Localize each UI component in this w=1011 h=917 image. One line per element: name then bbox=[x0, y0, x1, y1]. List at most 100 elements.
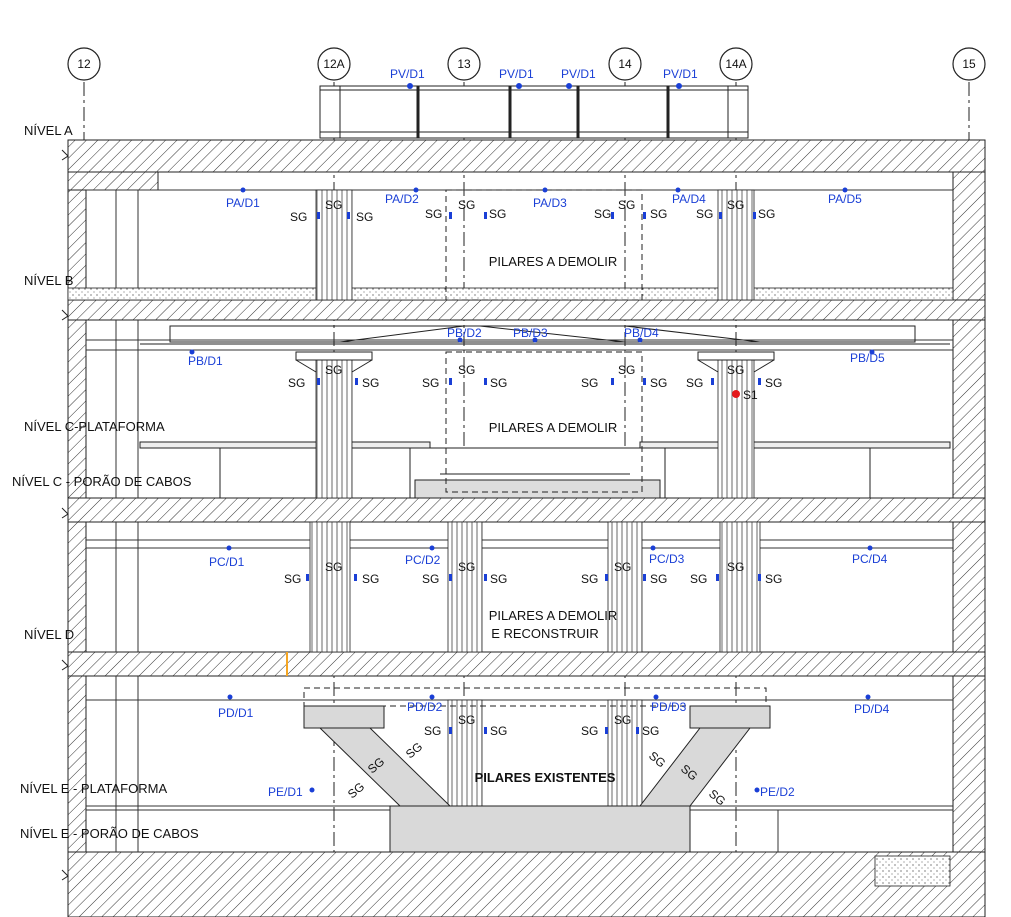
sensor-pc-d4: PC/D4 bbox=[852, 552, 888, 566]
sg-label: SG bbox=[650, 207, 667, 221]
sensor-pb-d1: PB/D1 bbox=[188, 354, 223, 368]
sensor-dots bbox=[189, 83, 875, 793]
sg-label: SG bbox=[581, 724, 598, 738]
sensor-pe-d1: PE/D1 bbox=[268, 785, 303, 799]
sensor-pa-d4: PA/D4 bbox=[672, 192, 706, 206]
sg-label: SG bbox=[686, 376, 703, 390]
sensor-pv-d1-d: PV/D1 bbox=[663, 67, 698, 81]
sensor-pv-d1-b: PV/D1 bbox=[499, 67, 534, 81]
floor-lines bbox=[86, 189, 953, 852]
sg-label: SG bbox=[284, 572, 301, 586]
note-demolir-c: PILARES A DEMOLIR bbox=[489, 420, 618, 435]
sensor-pb-d5: PB/D5 bbox=[850, 351, 885, 365]
sg-label: SG bbox=[727, 198, 744, 212]
sg-label: SG bbox=[489, 207, 506, 221]
special-sensor-dot bbox=[732, 390, 740, 398]
sg-label: SG bbox=[727, 363, 744, 377]
grid-label-14: 14 bbox=[618, 57, 632, 71]
level-e-cable-label: NÍVEL E - PORÃO DE CABOS bbox=[20, 826, 199, 841]
sensor-pd-d1: PD/D1 bbox=[218, 706, 254, 720]
capitals bbox=[295, 351, 775, 373]
sensor-pd-d3: PD/D3 bbox=[651, 700, 687, 714]
sg-label: SG bbox=[490, 724, 507, 738]
sg-label: SG bbox=[422, 376, 439, 390]
sg-label: SG bbox=[362, 572, 379, 586]
sg-label: SG bbox=[325, 560, 342, 574]
sg-label: SG bbox=[288, 376, 305, 390]
sg-label: SG bbox=[594, 207, 611, 221]
sg-label: SG bbox=[618, 363, 635, 377]
sensor-pb-d2: PB/D2 bbox=[447, 326, 482, 340]
grid-bubbles bbox=[67, 47, 986, 81]
sensor-pd-d2: PD/D2 bbox=[407, 700, 443, 714]
sg-label: SG bbox=[458, 713, 475, 727]
sg-label: SG bbox=[642, 724, 659, 738]
sg-label: SG bbox=[618, 198, 635, 212]
sg-label: SG bbox=[765, 376, 782, 390]
grid-label-13: 13 bbox=[457, 57, 471, 71]
platforms-c bbox=[139, 441, 951, 499]
sg-label: SG bbox=[490, 376, 507, 390]
sensor-pa-d3: PA/D3 bbox=[533, 196, 567, 210]
sensor-pe-d2: PE/D2 bbox=[760, 785, 795, 799]
level-c-platform-label: NÍVEL C-PLATAFORMA bbox=[24, 419, 165, 434]
sensor-labels: PV/D1 PV/D1 PV/D1 PV/D1 PA/D1 PA/D2 PA/D… bbox=[188, 67, 890, 799]
sg-label: SG bbox=[696, 207, 713, 221]
sensor-pv-d1-a: PV/D1 bbox=[390, 67, 425, 81]
grid-label-14a: 14A bbox=[725, 57, 746, 71]
sensor-pb-d4: PB/D4 bbox=[624, 326, 659, 340]
sensor-pc-d2: PC/D2 bbox=[405, 553, 441, 567]
sensor-pb-d3: PB/D3 bbox=[513, 326, 548, 340]
sg-label: SG bbox=[614, 560, 631, 574]
sg-label: SG bbox=[362, 376, 379, 390]
sensor-pd-d4: PD/D4 bbox=[854, 702, 890, 716]
sensor-pa-d5: PA/D5 bbox=[828, 192, 862, 206]
demolition-outline bbox=[303, 189, 767, 707]
sg-label: SG bbox=[325, 363, 342, 377]
level-c-cable-label: NÍVEL C - PORÃO DE CABOS bbox=[12, 474, 192, 489]
note-demolir-d: PILARES A DEMOLIR bbox=[489, 608, 618, 623]
level-d-label: NÍVEL D bbox=[24, 627, 74, 642]
level-e-structure bbox=[303, 705, 771, 853]
sg-label: SG bbox=[706, 787, 728, 809]
level-b-label: NÍVEL B bbox=[24, 273, 73, 288]
sg-label: SG bbox=[650, 572, 667, 586]
sensor-pa-d1: PA/D1 bbox=[226, 196, 260, 210]
sg-label: SG bbox=[614, 713, 631, 727]
sg-label: SG bbox=[765, 572, 782, 586]
sg-markers bbox=[306, 212, 761, 734]
sg-label: SG bbox=[458, 560, 475, 574]
sg-label: SG bbox=[425, 207, 442, 221]
sg-label: SG bbox=[356, 210, 373, 224]
sg-label: SG bbox=[690, 572, 707, 586]
sg-label: SG bbox=[290, 210, 307, 224]
note-reconstruir-d: E RECONSTRUIR bbox=[491, 626, 599, 641]
sg-label: SG bbox=[458, 198, 475, 212]
sg-label: SG bbox=[424, 724, 441, 738]
sg-label: SG bbox=[650, 376, 667, 390]
sg-label: SG bbox=[646, 749, 668, 771]
special-sensor-label: S1 bbox=[743, 388, 758, 402]
sg-label: SG bbox=[727, 560, 744, 574]
strain-gauges: SG SG SG SG SG SG SG SG SG SG SG SG SG S… bbox=[284, 198, 782, 808]
note-existentes: PILARES EXISTENTES bbox=[475, 770, 616, 785]
sg-label: SG bbox=[458, 363, 475, 377]
note-demolir-b: PILARES A DEMOLIR bbox=[489, 254, 618, 269]
grid-label-15: 15 bbox=[962, 57, 976, 71]
sg-label: SG bbox=[758, 207, 775, 221]
sg-label: SG bbox=[403, 739, 425, 761]
sg-label: SG bbox=[325, 198, 342, 212]
sg-label: SG bbox=[581, 376, 598, 390]
slab-b-topping bbox=[67, 287, 954, 301]
sensor-pa-d2: PA/D2 bbox=[385, 192, 419, 206]
grid-label-12a: 12A bbox=[323, 57, 344, 71]
sensor-pv-d1-c: PV/D1 bbox=[561, 67, 596, 81]
dotted-block bbox=[874, 855, 951, 887]
sg-label: SG bbox=[345, 779, 367, 801]
sg-label: SG bbox=[422, 572, 439, 586]
break-marks bbox=[61, 149, 69, 881]
sensor-pc-d3: PC/D3 bbox=[649, 552, 685, 566]
truss-b bbox=[140, 325, 950, 345]
sg-label: SG bbox=[490, 572, 507, 586]
